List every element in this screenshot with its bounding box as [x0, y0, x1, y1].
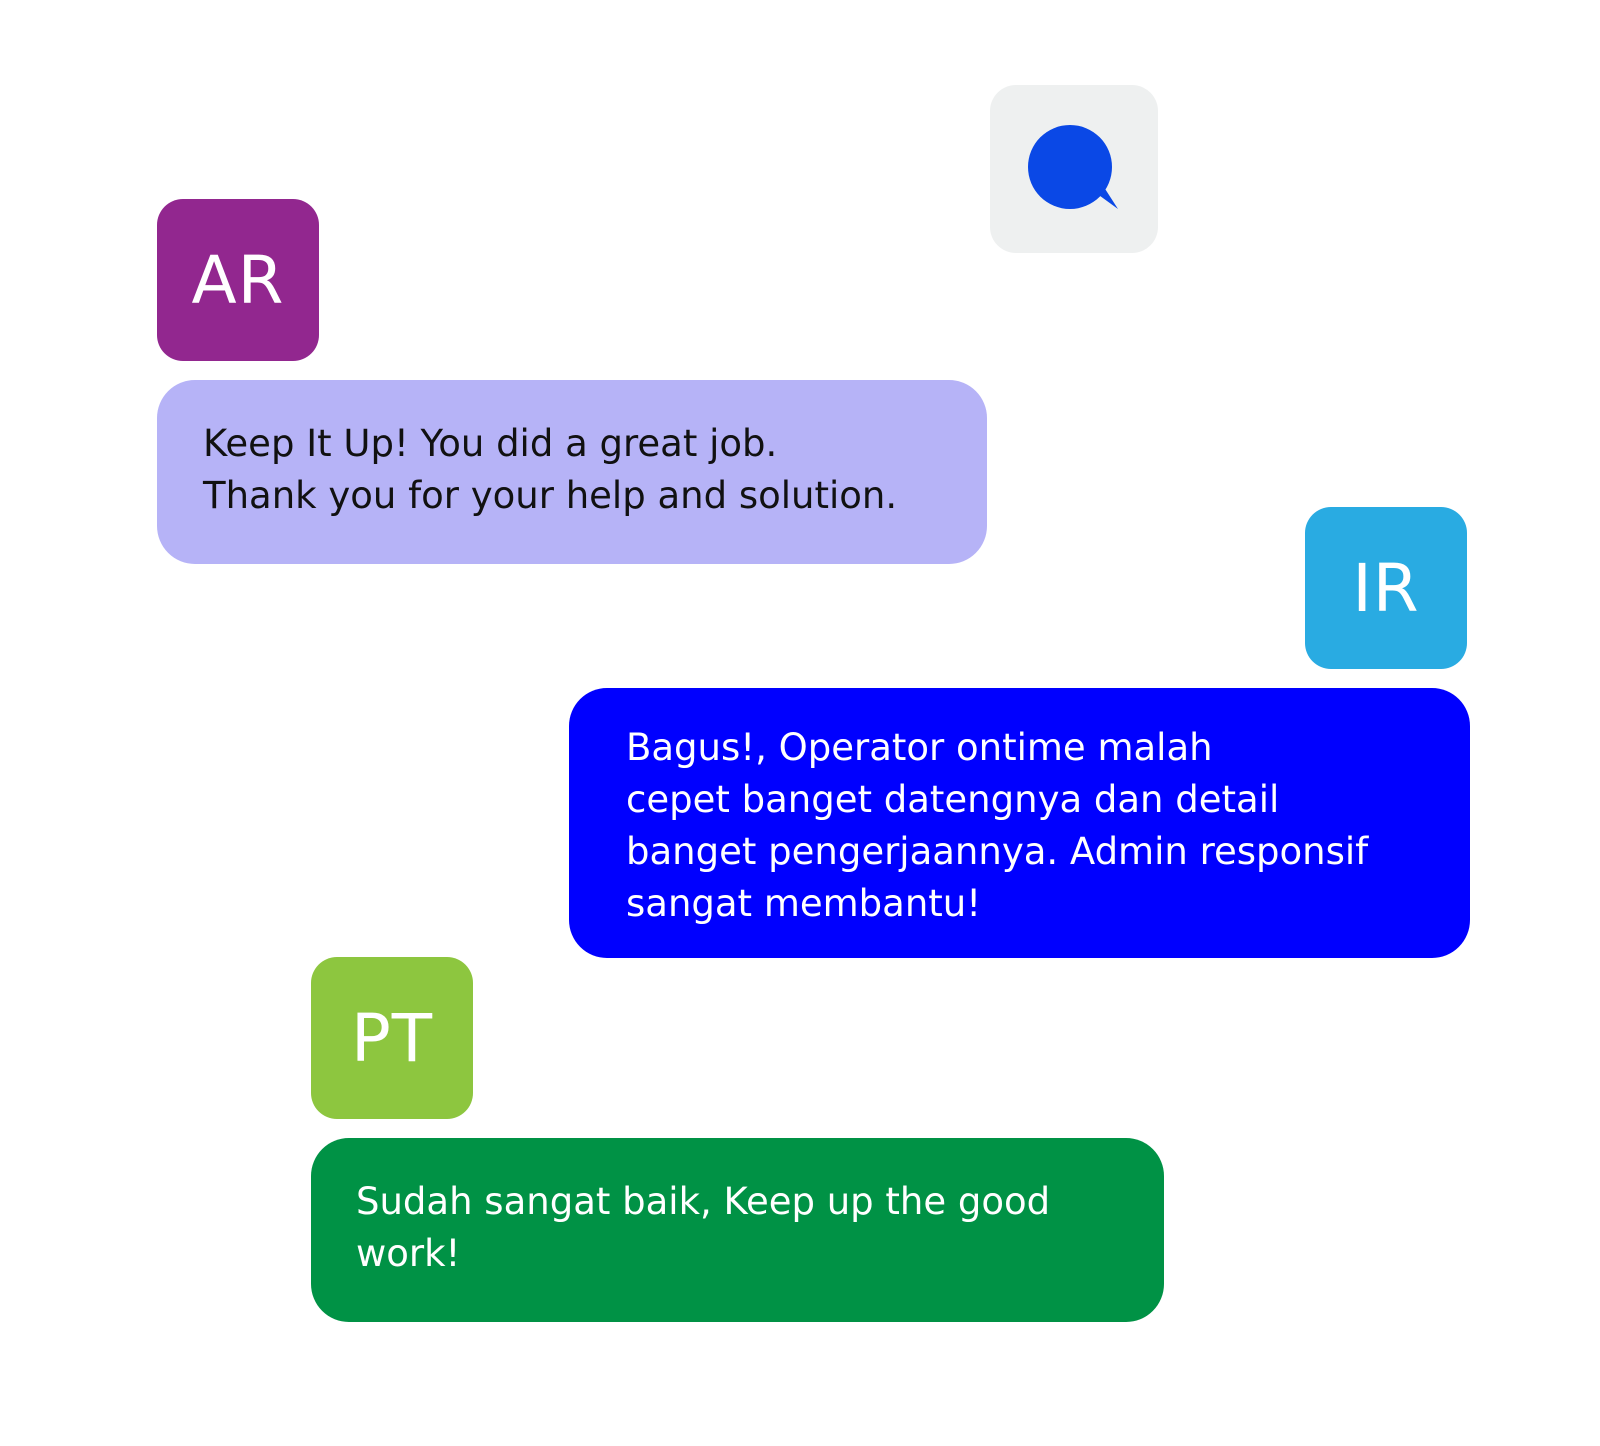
- message-line: Bagus!, Operator ontime malah: [626, 726, 1213, 769]
- avatar-pt: PT: [311, 957, 473, 1119]
- avatar-ar: AR: [157, 199, 319, 361]
- message-bubble-ar: Keep It Up! You did a great job. Thank y…: [157, 380, 987, 564]
- message-line: work!: [356, 1232, 461, 1275]
- avatar-ir: IR: [1305, 507, 1467, 669]
- avatar-initials: PT: [350, 999, 434, 1077]
- message-line: sangat membantu!: [626, 882, 982, 925]
- avatar-initials: AR: [191, 241, 285, 319]
- message-line: banget pengerjaannya. Admin responsif: [626, 830, 1369, 873]
- chat-bubble-icon: [1028, 125, 1118, 209]
- message-line: Thank you for your help and solution.: [203, 474, 898, 517]
- avatar-initials: IR: [1352, 549, 1420, 627]
- message-line: Keep It Up! You did a great job.: [203, 422, 778, 465]
- message-line: Sudah sangat baik, Keep up the good: [356, 1180, 1051, 1223]
- chat-icon-tile: [990, 85, 1158, 253]
- message-bubble-ir: Bagus!, Operator ontime malah cepet bang…: [569, 688, 1470, 958]
- message-bubble-pt: Sudah sangat baik, Keep up the good work…: [311, 1138, 1164, 1322]
- message-line: cepet banget datengnya dan detail: [626, 778, 1280, 821]
